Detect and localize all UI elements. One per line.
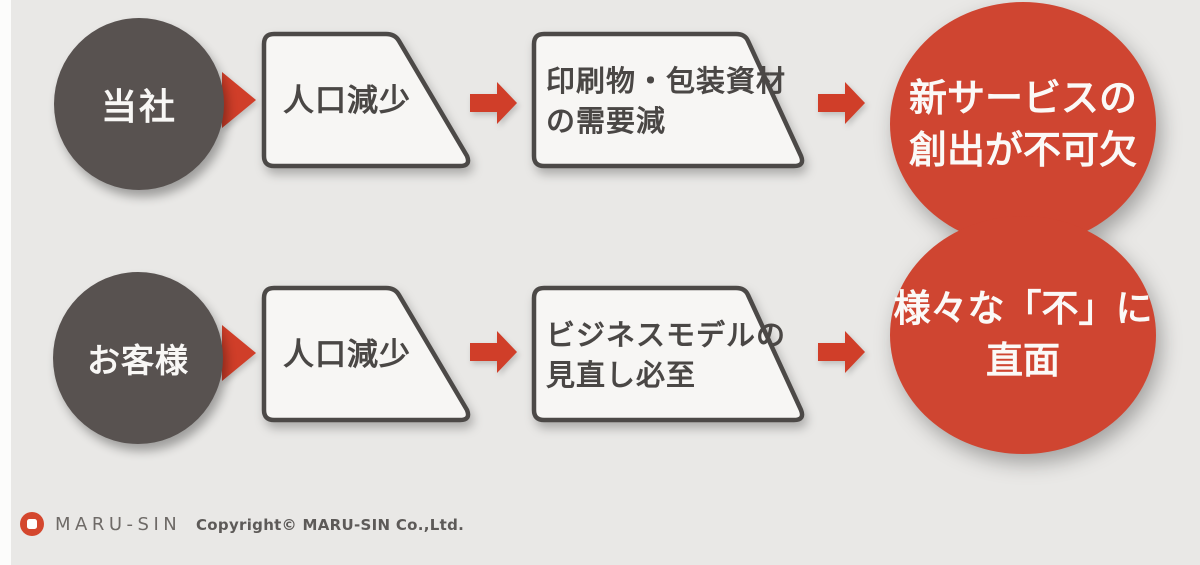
step-population-decline-customer: 人口減少 [260, 285, 482, 425]
step-demand-decrease: 印刷物・包装資材 の需要減 [530, 31, 814, 171]
step-label: 人口減少 [283, 337, 411, 373]
source-circle-company: 当社 [54, 18, 224, 190]
step-business-model-review: ビジネスモデルの 見直し必至 [530, 285, 814, 425]
trapezoid-shape [531, 285, 805, 423]
step-label: ビジネスモデルの 見直し必至 [546, 318, 787, 392]
marusin-logo-icon [20, 512, 44, 536]
flow-arrow-icon [818, 330, 866, 374]
outcome-label: 新サービスの 創出が不可欠 [908, 76, 1137, 172]
copyright-text: Copyright© MARU-SIN Co.,Ltd. [196, 516, 465, 534]
flow-arrow-icon [222, 72, 256, 128]
outcome-circle-various-fu: 様々な「不」に 直面 [890, 216, 1156, 454]
outcome-circle-new-services: 新サービスの 創出が不可欠 [890, 2, 1156, 246]
step-label: 印刷物・包装資材 の需要減 [546, 64, 787, 138]
step-population-decline-company: 人口減少 [260, 31, 482, 171]
trapezoid-shape [531, 31, 805, 169]
trapezoid-shape [261, 285, 471, 423]
flow-arrow-icon [470, 330, 518, 374]
flow-arrow-icon [818, 81, 866, 125]
left-edge-strip [0, 0, 11, 565]
flow-arrow-icon [470, 81, 518, 125]
flow-arrow-icon [222, 325, 256, 381]
source-label: 当社 [100, 87, 177, 128]
trapezoid-shape [261, 31, 471, 169]
outcome-label: 様々な「不」に 直面 [893, 287, 1153, 382]
source-circle-customer: お客様 [53, 272, 223, 444]
source-label: お客様 [87, 341, 189, 380]
step-label: 人口減少 [283, 83, 411, 119]
brand-name: MARU-SIN [55, 514, 182, 535]
outcome-circles: 新サービスの 創出が不可欠 様々な「不」に 直面 [890, 2, 1156, 454]
